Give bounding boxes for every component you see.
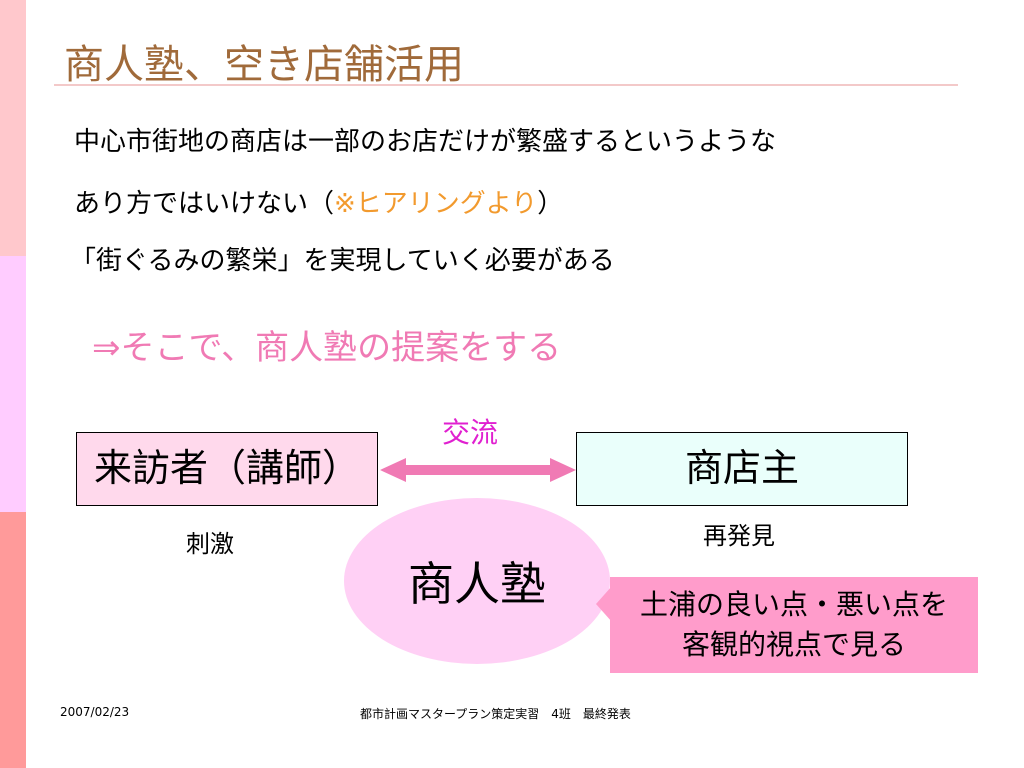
rediscovery-label: 再発見: [703, 522, 775, 550]
double-arrow-icon: [380, 458, 576, 482]
body-line-2-prefix: あり方ではいけない（: [74, 189, 335, 219]
exchange-label: 交流: [442, 416, 499, 449]
callout-pointer-icon: [596, 586, 612, 622]
callout-line-1: 土浦の良い点・悪い点を: [639, 588, 948, 621]
body-line-1: 中心市街地の商店は一部のお店だけが繁盛するというような: [74, 127, 777, 157]
stimulus-label: 刺激: [186, 530, 234, 558]
body-line-3: 「街ぐるみの繁栄」を実現していく必要がある: [70, 246, 615, 276]
hearing-note: ※ヒアリングより: [334, 189, 538, 219]
decor-band-middle: [0, 256, 26, 512]
title-underline: [54, 84, 958, 86]
decor-band-bottom: [0, 512, 26, 768]
callout-box: 土浦の良い点・悪い点を 客観的視点で見る: [610, 577, 978, 673]
visitor-box: 来訪者（講師）: [76, 432, 378, 506]
footer-caption: 都市計画マスタープラン策定実習 4班 最終発表: [360, 707, 631, 721]
shop-owner-box: 商店主: [576, 432, 908, 506]
footer-date: 2007/02/23: [60, 705, 130, 719]
slide-title: 商人塾、空き店舗活用: [64, 42, 464, 88]
body-line-2-suffix: ）: [537, 189, 564, 219]
callout-line-2: 客観的視点で見る: [681, 628, 906, 661]
proposal-text: ⇒そこで、商人塾の提案をする: [92, 328, 562, 368]
body-line-2: あり方ではいけない（※ヒアリングより）: [74, 183, 563, 220]
merchant-school-oval: 商人塾: [344, 498, 610, 664]
decor-band-top: [0, 0, 26, 256]
